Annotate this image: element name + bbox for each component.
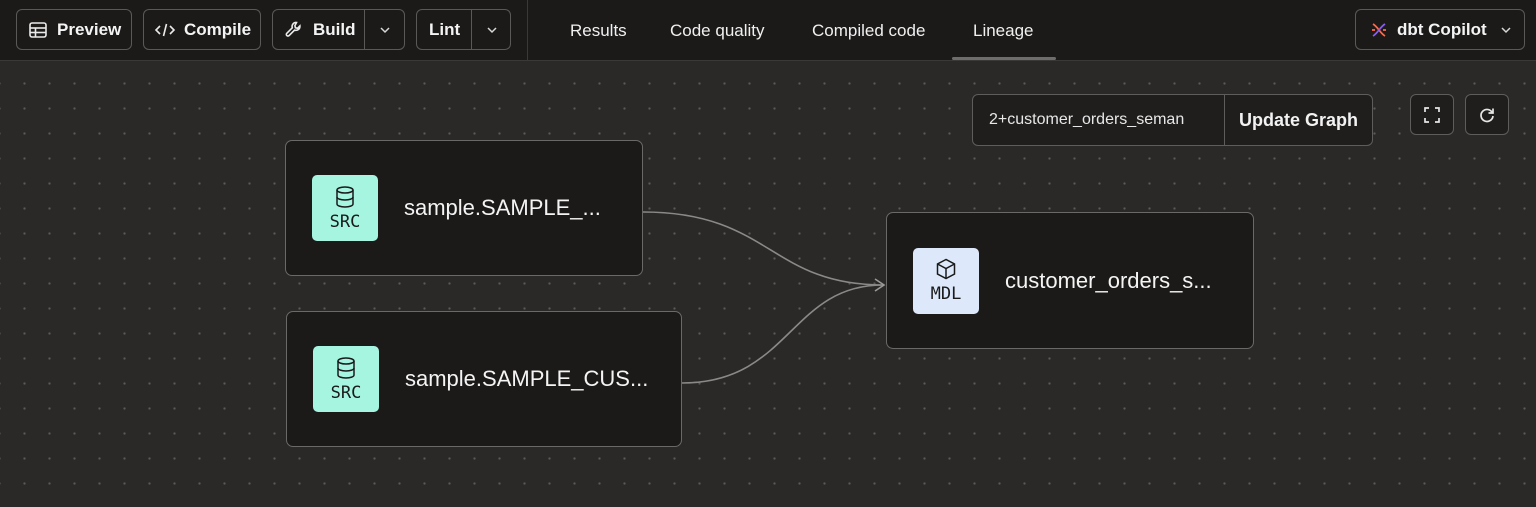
table-icon (27, 19, 49, 41)
model-badge: MDL (913, 247, 979, 314)
lineage-node-source[interactable]: SRC sample.SAMPLE_CUS... (286, 311, 682, 447)
copilot-logo-icon (1368, 19, 1390, 41)
copilot-button[interactable]: dbt Copilot (1355, 9, 1525, 50)
build-divider (364, 10, 365, 49)
tab-results[interactable]: Results (570, 0, 627, 61)
tab-compiled-code-label: Compiled code (812, 20, 926, 40)
edge-source2-to-model (681, 284, 884, 384)
refresh-icon (1480, 108, 1494, 122)
database-icon (336, 185, 354, 208)
source-badge-text: SRC (329, 211, 361, 232)
build-dropdown-button[interactable] (365, 10, 405, 49)
chevron-down-icon (380, 26, 390, 33)
graph-selector-input[interactable]: 2+customer_orders_seman (973, 95, 1225, 145)
tab-compiled-code[interactable]: Compiled code (812, 0, 925, 61)
tab-results-label: Results (570, 20, 627, 40)
lineage-node-source[interactable]: SRC sample.SAMPLE_... (285, 140, 643, 276)
expand-icon (1424, 106, 1440, 123)
tab-code-quality[interactable]: Code quality (670, 0, 765, 61)
lint-divider (471, 10, 472, 49)
chevron-down-icon (486, 26, 497, 33)
source-badge: SRC (313, 346, 379, 412)
toolbar-separator (527, 0, 528, 61)
tab-lineage-label: Lineage (973, 20, 1034, 40)
copilot-label: dbt Copilot (1397, 19, 1487, 39)
build-split-button: Build (272, 9, 405, 50)
lint-label: Lint (429, 19, 461, 39)
wrench-icon (283, 19, 305, 41)
compile-button[interactable]: Compile (143, 9, 261, 50)
preview-button[interactable]: Preview (16, 9, 132, 50)
build-button[interactable]: Build (273, 10, 364, 49)
update-graph-button[interactable]: Update Graph (1238, 109, 1358, 130)
build-label: Build (313, 19, 356, 39)
tab-lineage[interactable]: Lineage (973, 0, 1034, 61)
tab-code-quality-label: Code quality (670, 20, 765, 40)
cube-icon (936, 258, 956, 280)
edge-source1-to-model (642, 211, 884, 286)
edge-arrowhead (874, 278, 886, 292)
database-icon (337, 356, 355, 379)
top-toolbar: Preview Compile Build Lint Results Cod (0, 0, 1536, 61)
lint-button[interactable]: Lint (417, 10, 471, 49)
model-badge-text: MDL (930, 284, 962, 304)
fullscreen-button[interactable] (1410, 94, 1454, 135)
lint-split-button: Lint (416, 9, 511, 50)
code-icon (154, 19, 176, 41)
refresh-button[interactable] (1465, 94, 1509, 135)
node-label: sample.SAMPLE_CUS... (405, 366, 649, 391)
compile-label: Compile (184, 19, 252, 39)
source-badge-text: SRC (330, 382, 362, 403)
node-label: customer_orders_s... (1005, 267, 1212, 293)
node-label: sample.SAMPLE_... (404, 195, 601, 220)
active-tab-indicator (952, 57, 1056, 60)
graph-selector: 2+customer_orders_seman Update Graph (972, 94, 1373, 146)
chevron-down-icon (1501, 26, 1511, 33)
source-badge: SRC (312, 175, 378, 241)
lineage-node-model[interactable]: MDL customer_orders_s... (886, 212, 1254, 349)
preview-label: Preview (57, 19, 122, 39)
lint-dropdown-button[interactable] (472, 10, 511, 49)
